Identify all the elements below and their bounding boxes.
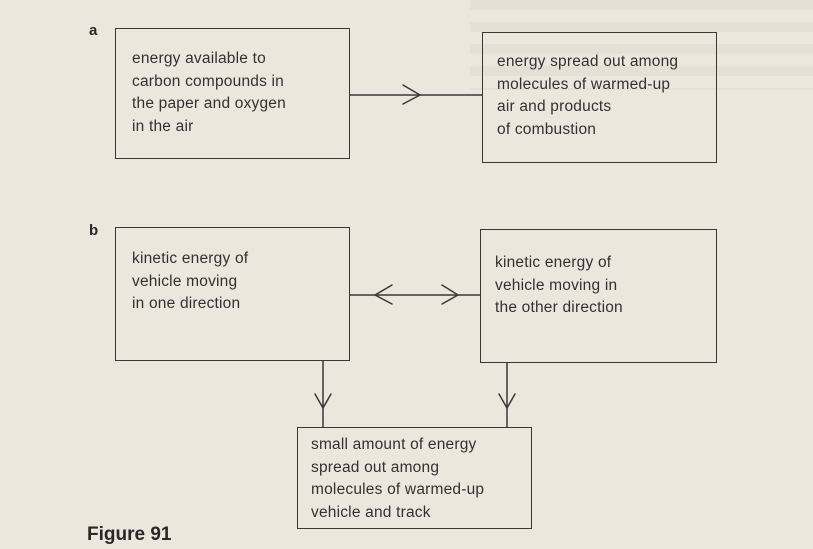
text-line: carbon compounds in (132, 72, 285, 90)
panel-b-right-box (480, 229, 717, 363)
text-line: in the air (132, 117, 194, 135)
arrow-down-left-icon (314, 360, 332, 428)
text-line: energy available to (132, 50, 266, 67)
text-line: air and products (497, 98, 612, 115)
text-line: kinetic energy of (495, 254, 612, 271)
text-line: small amount of energy (311, 436, 477, 453)
text-line: vehicle moving (132, 272, 238, 290)
panel-b-left-box (115, 227, 350, 361)
text-line: vehicle and track (311, 503, 431, 521)
panel-b-label: b (89, 222, 99, 239)
panel-b-bottom-text: small amount of energy spread out among … (311, 434, 484, 524)
arrow-down-right-icon (498, 362, 516, 428)
text-line: energy spread out among (497, 53, 679, 70)
paper-show-through (470, 0, 813, 90)
text-line: molecules of warmed-up (497, 75, 671, 93)
double-arrow-icon (349, 284, 481, 305)
text-line: kinetic energy of (132, 250, 249, 267)
arrow-right-icon (349, 84, 483, 105)
text-line: the paper and oxygen (132, 95, 286, 112)
text-line: vehicle moving in (495, 276, 618, 294)
text-line: the other direction (495, 299, 623, 316)
panel-a-source-box (115, 28, 350, 159)
panel-b-bottom-box (297, 427, 532, 529)
panel-b-right-text: kinetic energy of vehicle moving in the … (495, 252, 623, 320)
figure-caption: Figure 91 (87, 524, 172, 545)
panel-a-target-text: energy spread out among molecules of war… (497, 51, 678, 141)
text-line: of combustion (497, 120, 597, 138)
text-line: molecules of warmed-up (311, 481, 485, 498)
panel-b-left-text: kinetic energy of vehicle moving in one … (132, 248, 248, 316)
panel-a-source-text: energy available to carbon compounds in … (132, 48, 286, 138)
text-line: spread out among (311, 458, 440, 476)
text-line: in one direction (132, 295, 241, 312)
panel-a-target-box (482, 32, 717, 163)
panel-a-label: a (89, 22, 98, 39)
